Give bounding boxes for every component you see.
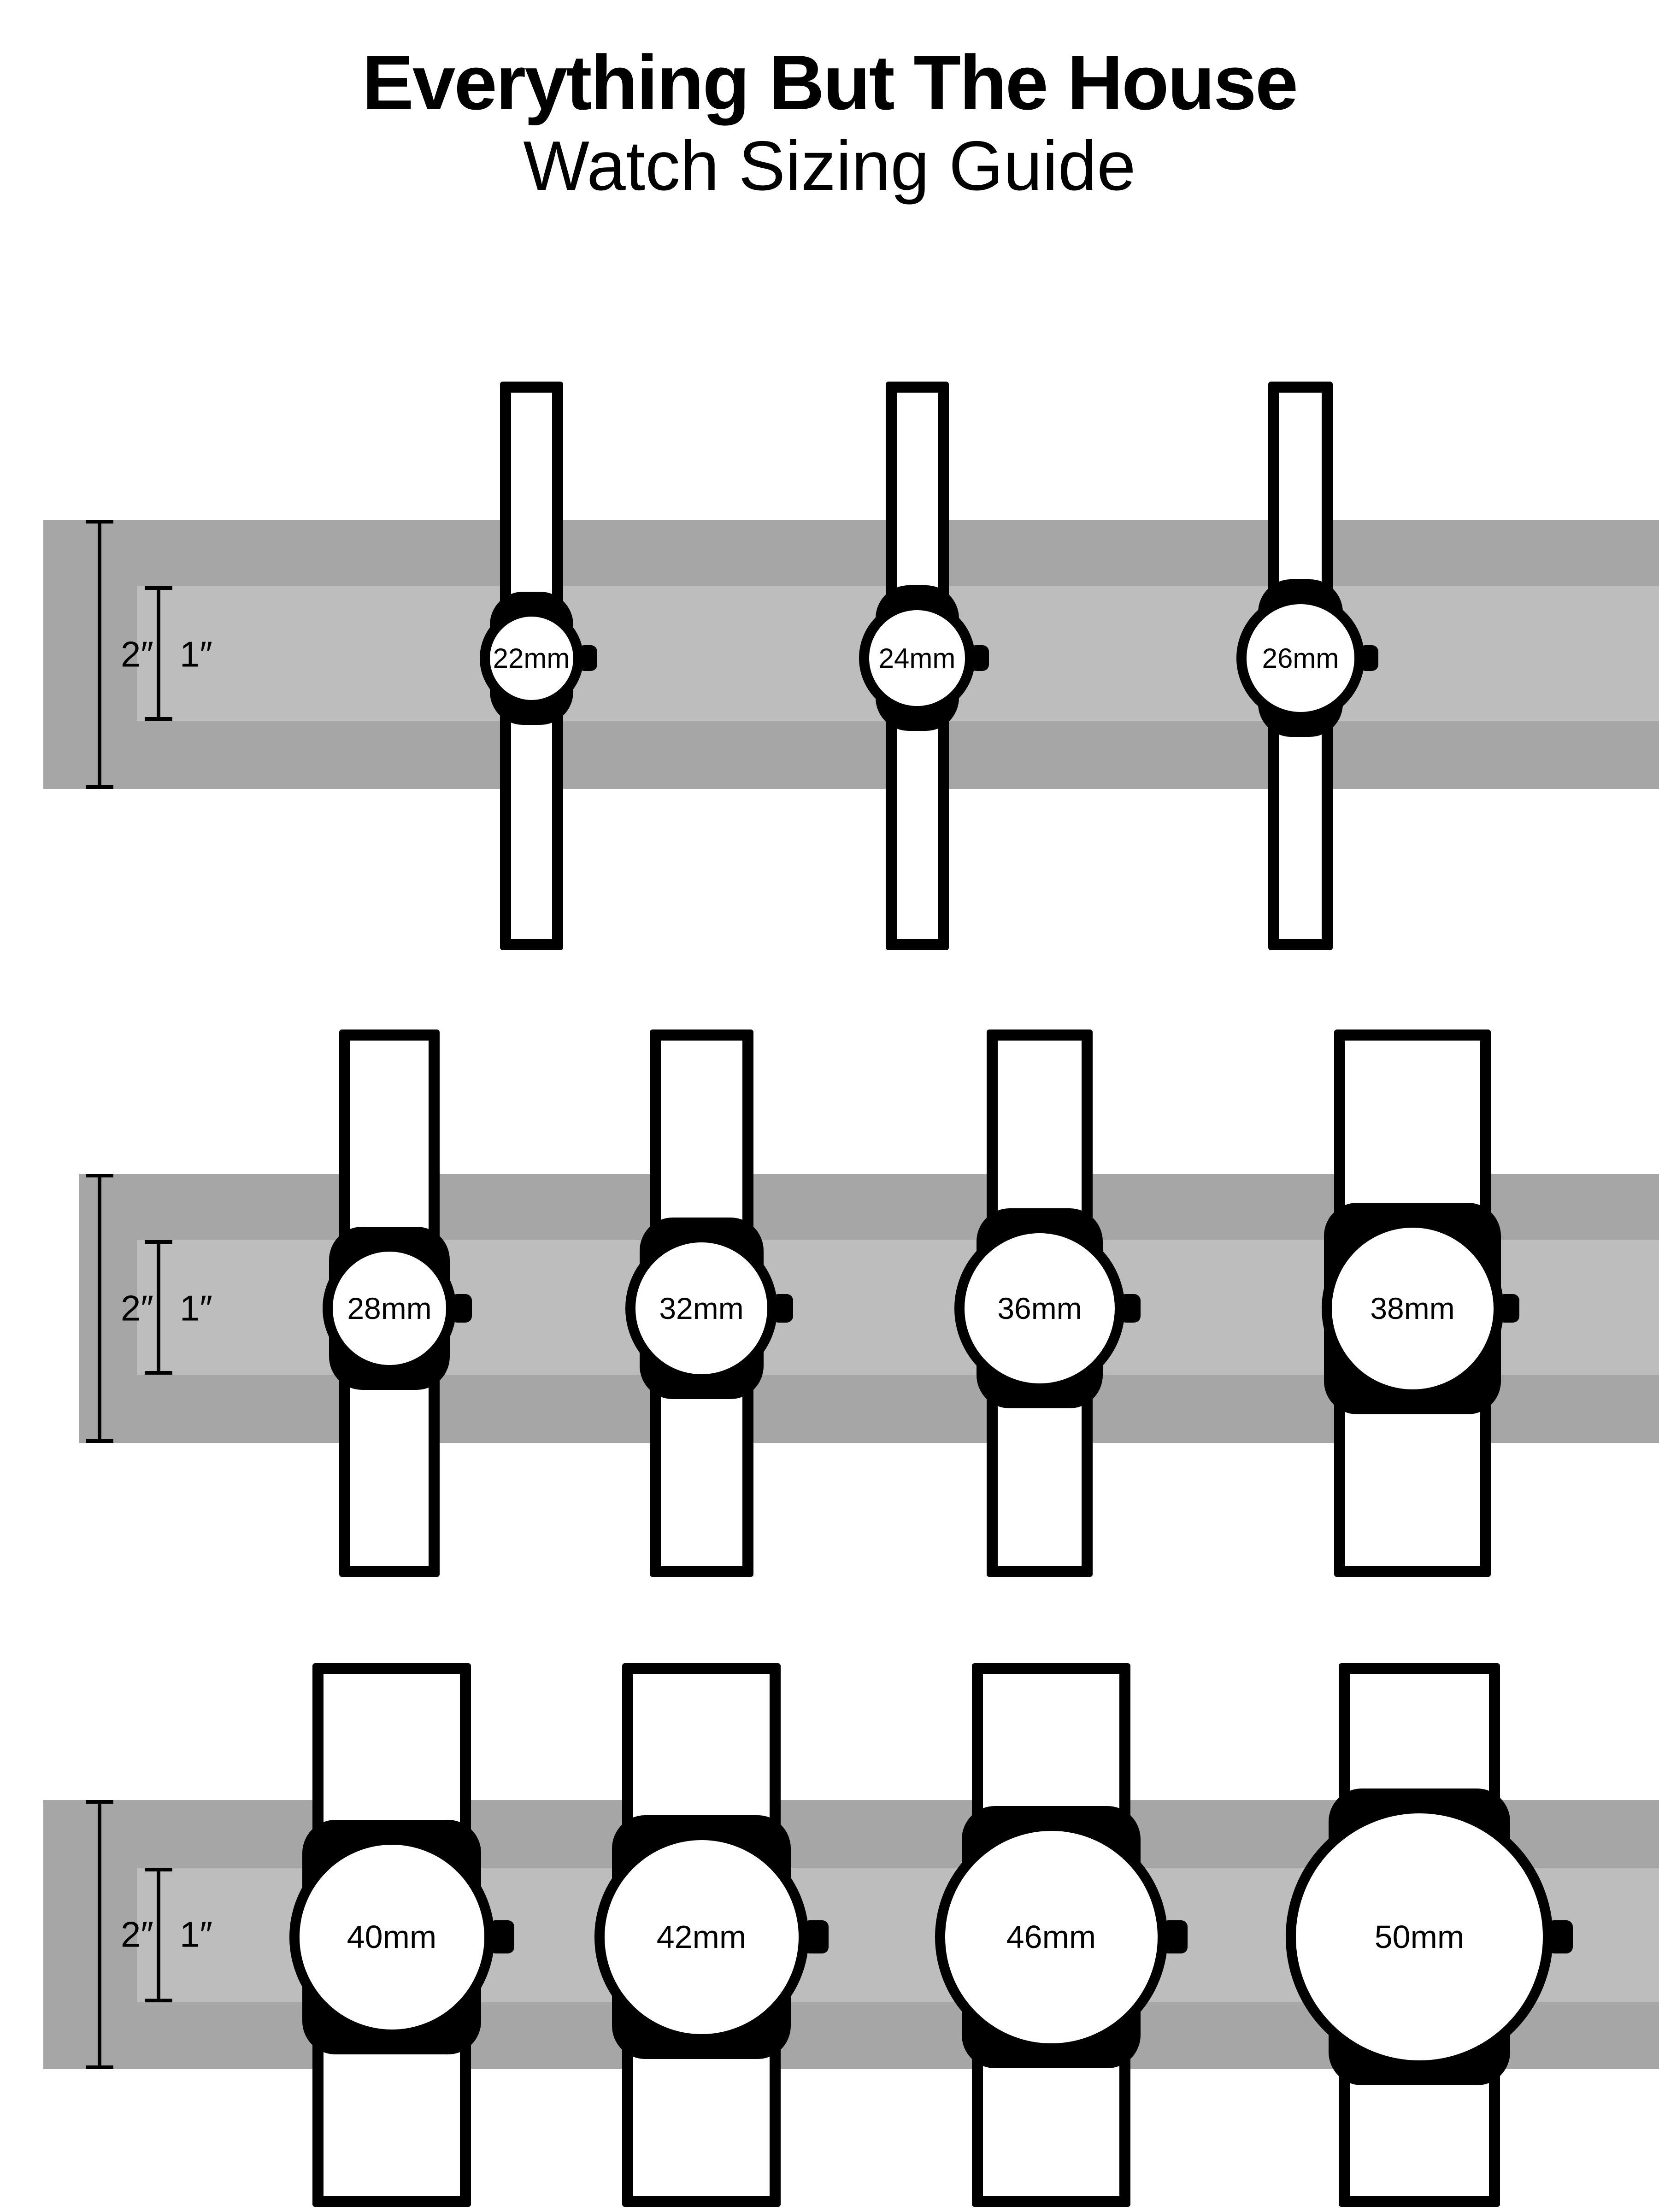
watch-dial: 42mm [594,1830,809,2044]
ruler-1in [145,1240,172,1375]
watch-dial: 32mm [625,1232,777,1384]
watch-size-label: 24mm [878,642,956,674]
watch-dial: 22mm [479,606,583,710]
watch-size-label: 28mm [347,1291,432,1325]
watch-dial: 46mm [935,1820,1168,2053]
ruler-2in-label: 2″ [121,1288,153,1329]
watch-dial: 40mm [289,1834,494,2040]
ruler-2in [86,520,113,789]
ruler-1in [145,586,172,721]
ruler-2in [86,1800,113,2069]
watch-dial: 26mm [1236,594,1365,722]
watch-size-label: 32mm [659,1291,744,1325]
page-subtitle: Watch Sizing Guide [523,127,1136,206]
watch-size-label: 40mm [347,1919,437,1955]
ruler-2in [86,1174,113,1443]
ruler-1in-label: 1″ [180,634,212,675]
watch-size-label: 50mm [1374,1919,1465,1955]
ruler-2in-label: 2″ [121,634,153,675]
watch-size-label: 36mm [997,1291,1082,1325]
header: Everything But The House Watch Sizing Gu… [0,39,1659,206]
watch-dial: 38mm [1321,1217,1504,1400]
ruler-1in [145,1868,172,2002]
ruler-1in-label: 1″ [180,1288,212,1329]
ruler-2in-label: 2″ [121,1914,153,1955]
watch-size-label: 22mm [493,642,570,674]
watch-dial: 36mm [954,1223,1125,1394]
watch-dial: 50mm [1286,1803,1553,2071]
watch-size-label: 26mm [1262,642,1339,674]
page-title: Everything But The House [362,39,1298,126]
watch-size-label: 42mm [656,1919,747,1955]
watch-dial: 28mm [323,1241,456,1375]
ruler-1in-label: 1″ [180,1914,212,1955]
watch-dial: 24mm [859,600,975,716]
watch-size-label: 46mm [1006,1919,1096,1955]
watch-size-label: 38mm [1370,1291,1455,1325]
